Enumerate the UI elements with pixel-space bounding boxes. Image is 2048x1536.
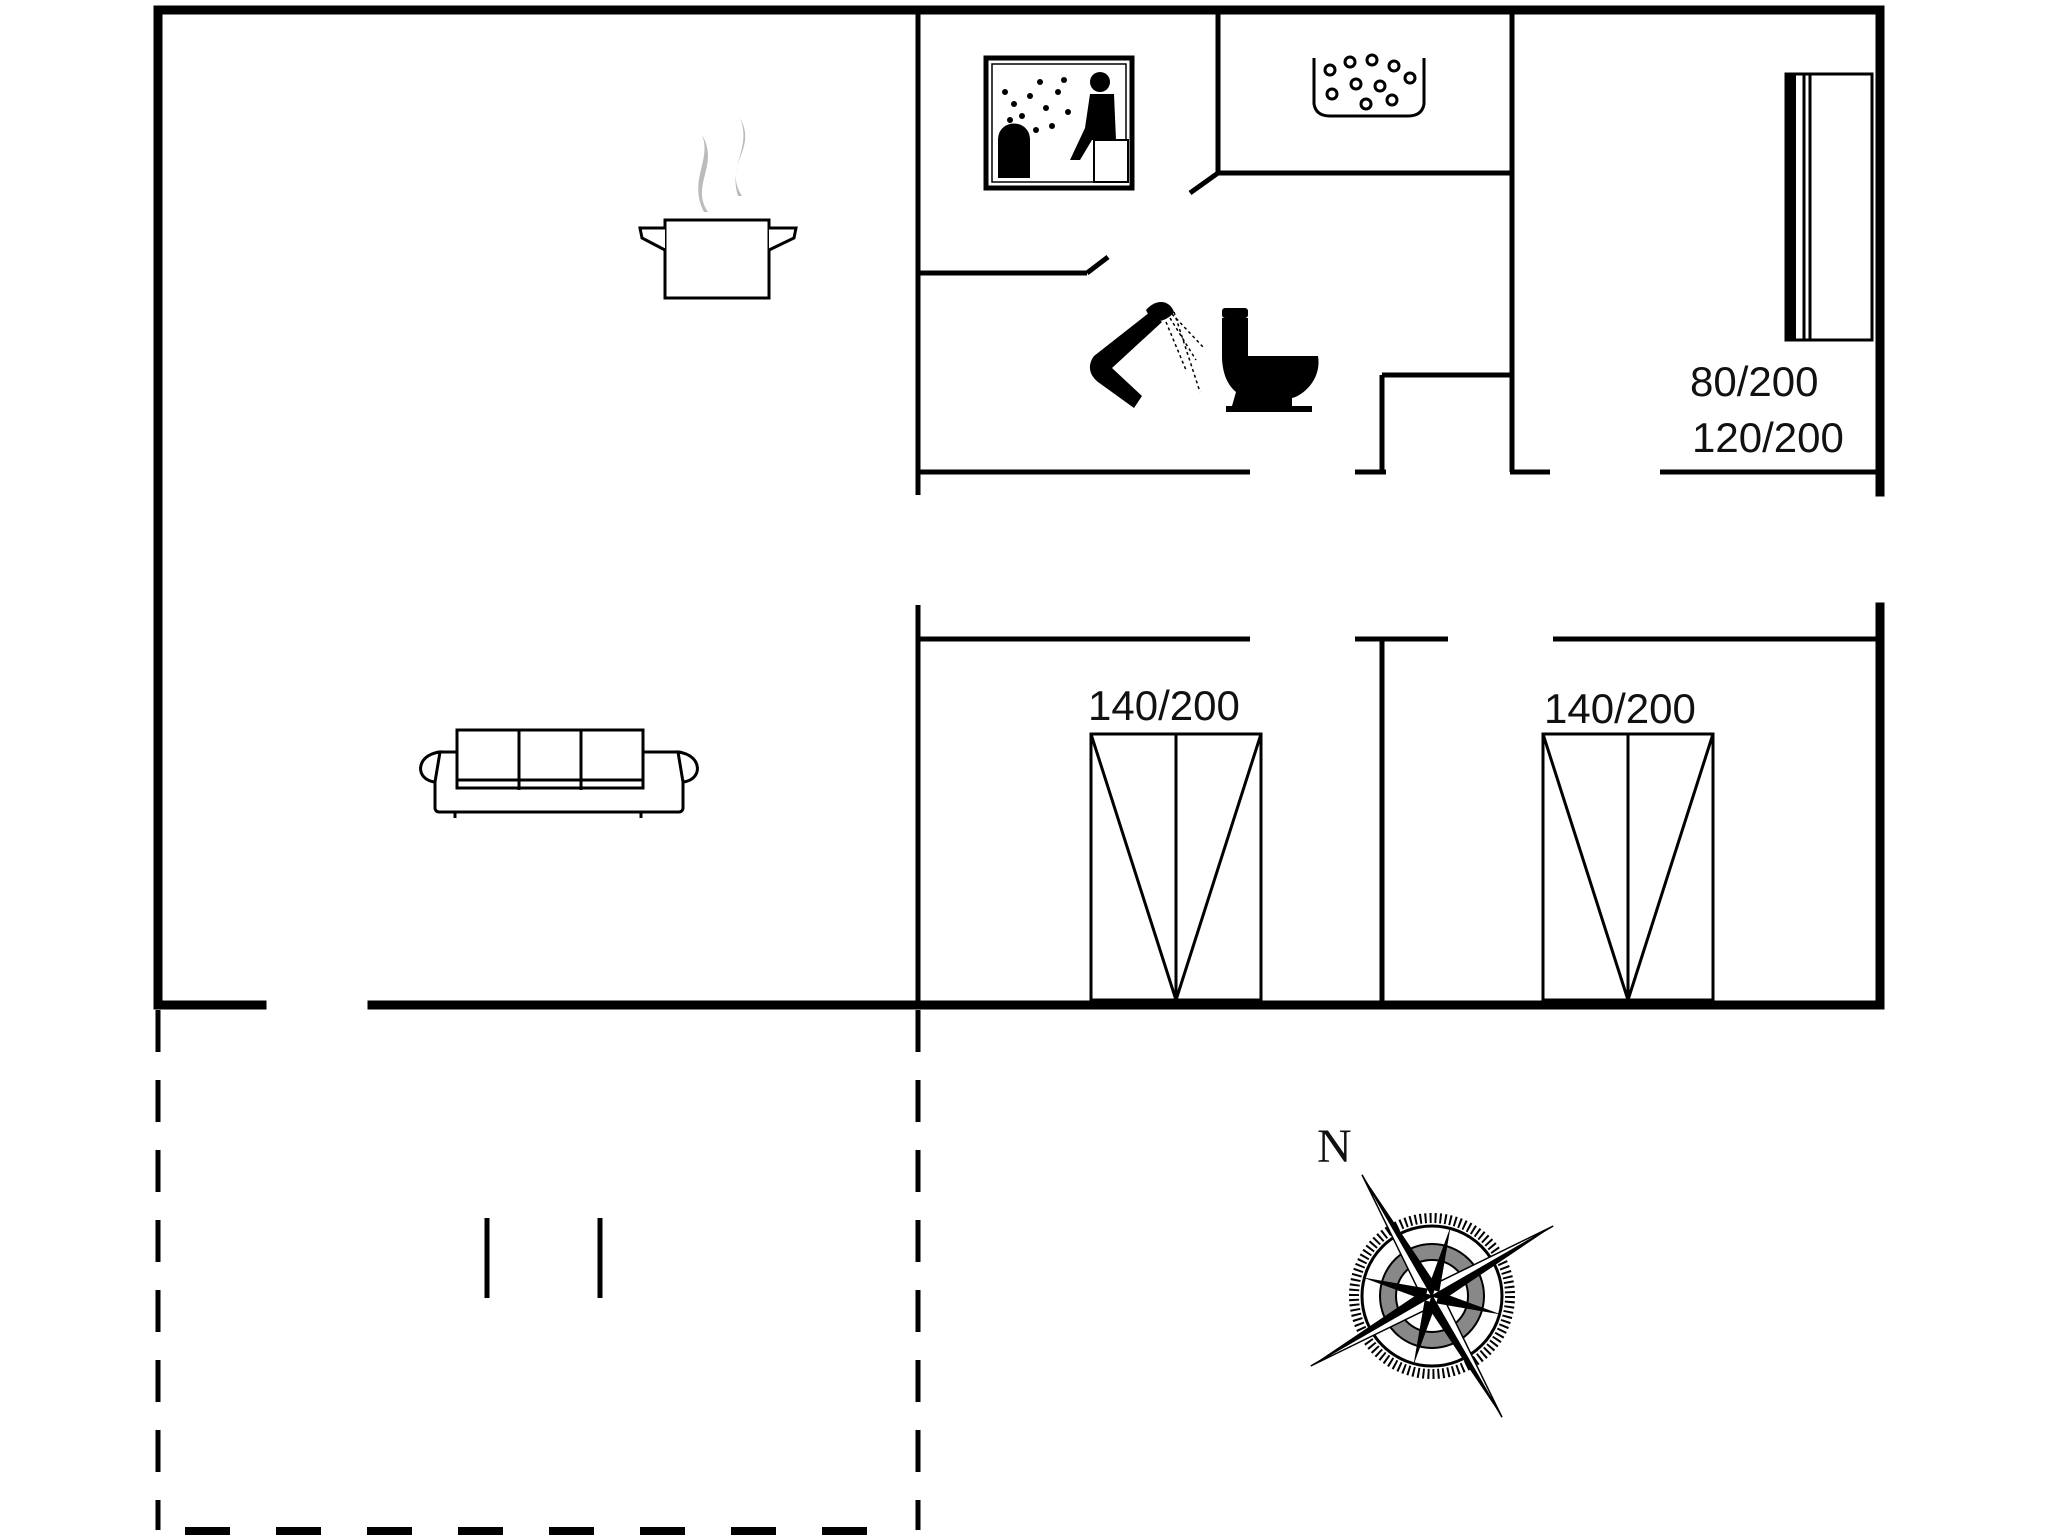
- outer-walls: [153, 5, 1885, 1010]
- shower-icon: [1089, 301, 1205, 408]
- sauna-icon: [983, 55, 1135, 191]
- bed-icon: [1784, 72, 1874, 342]
- toilet-icon: [1222, 308, 1319, 412]
- bed-label-single: 80/200: [1690, 358, 1818, 405]
- compass-north-label: N: [1317, 1120, 1352, 1173]
- compass-rose-icon: [1310, 1174, 1554, 1418]
- terrace-outline: [155, 1010, 921, 1535]
- cooking-pot-icon: [638, 118, 798, 300]
- bed-label-double-hall: 120/200: [1692, 414, 1844, 461]
- terrace-marks: [484, 1218, 603, 1298]
- bed-label-bedroom-b: 140/200: [1544, 685, 1696, 732]
- bed-icon: [1089, 732, 1263, 1002]
- bed-icon: [1541, 732, 1715, 1002]
- bed-label-bedroom-a: 140/200: [1088, 682, 1240, 729]
- sofa-icon: [419, 728, 699, 818]
- whirlpool-icon: [1312, 53, 1426, 118]
- interior-walls: [915, 10, 1880, 1005]
